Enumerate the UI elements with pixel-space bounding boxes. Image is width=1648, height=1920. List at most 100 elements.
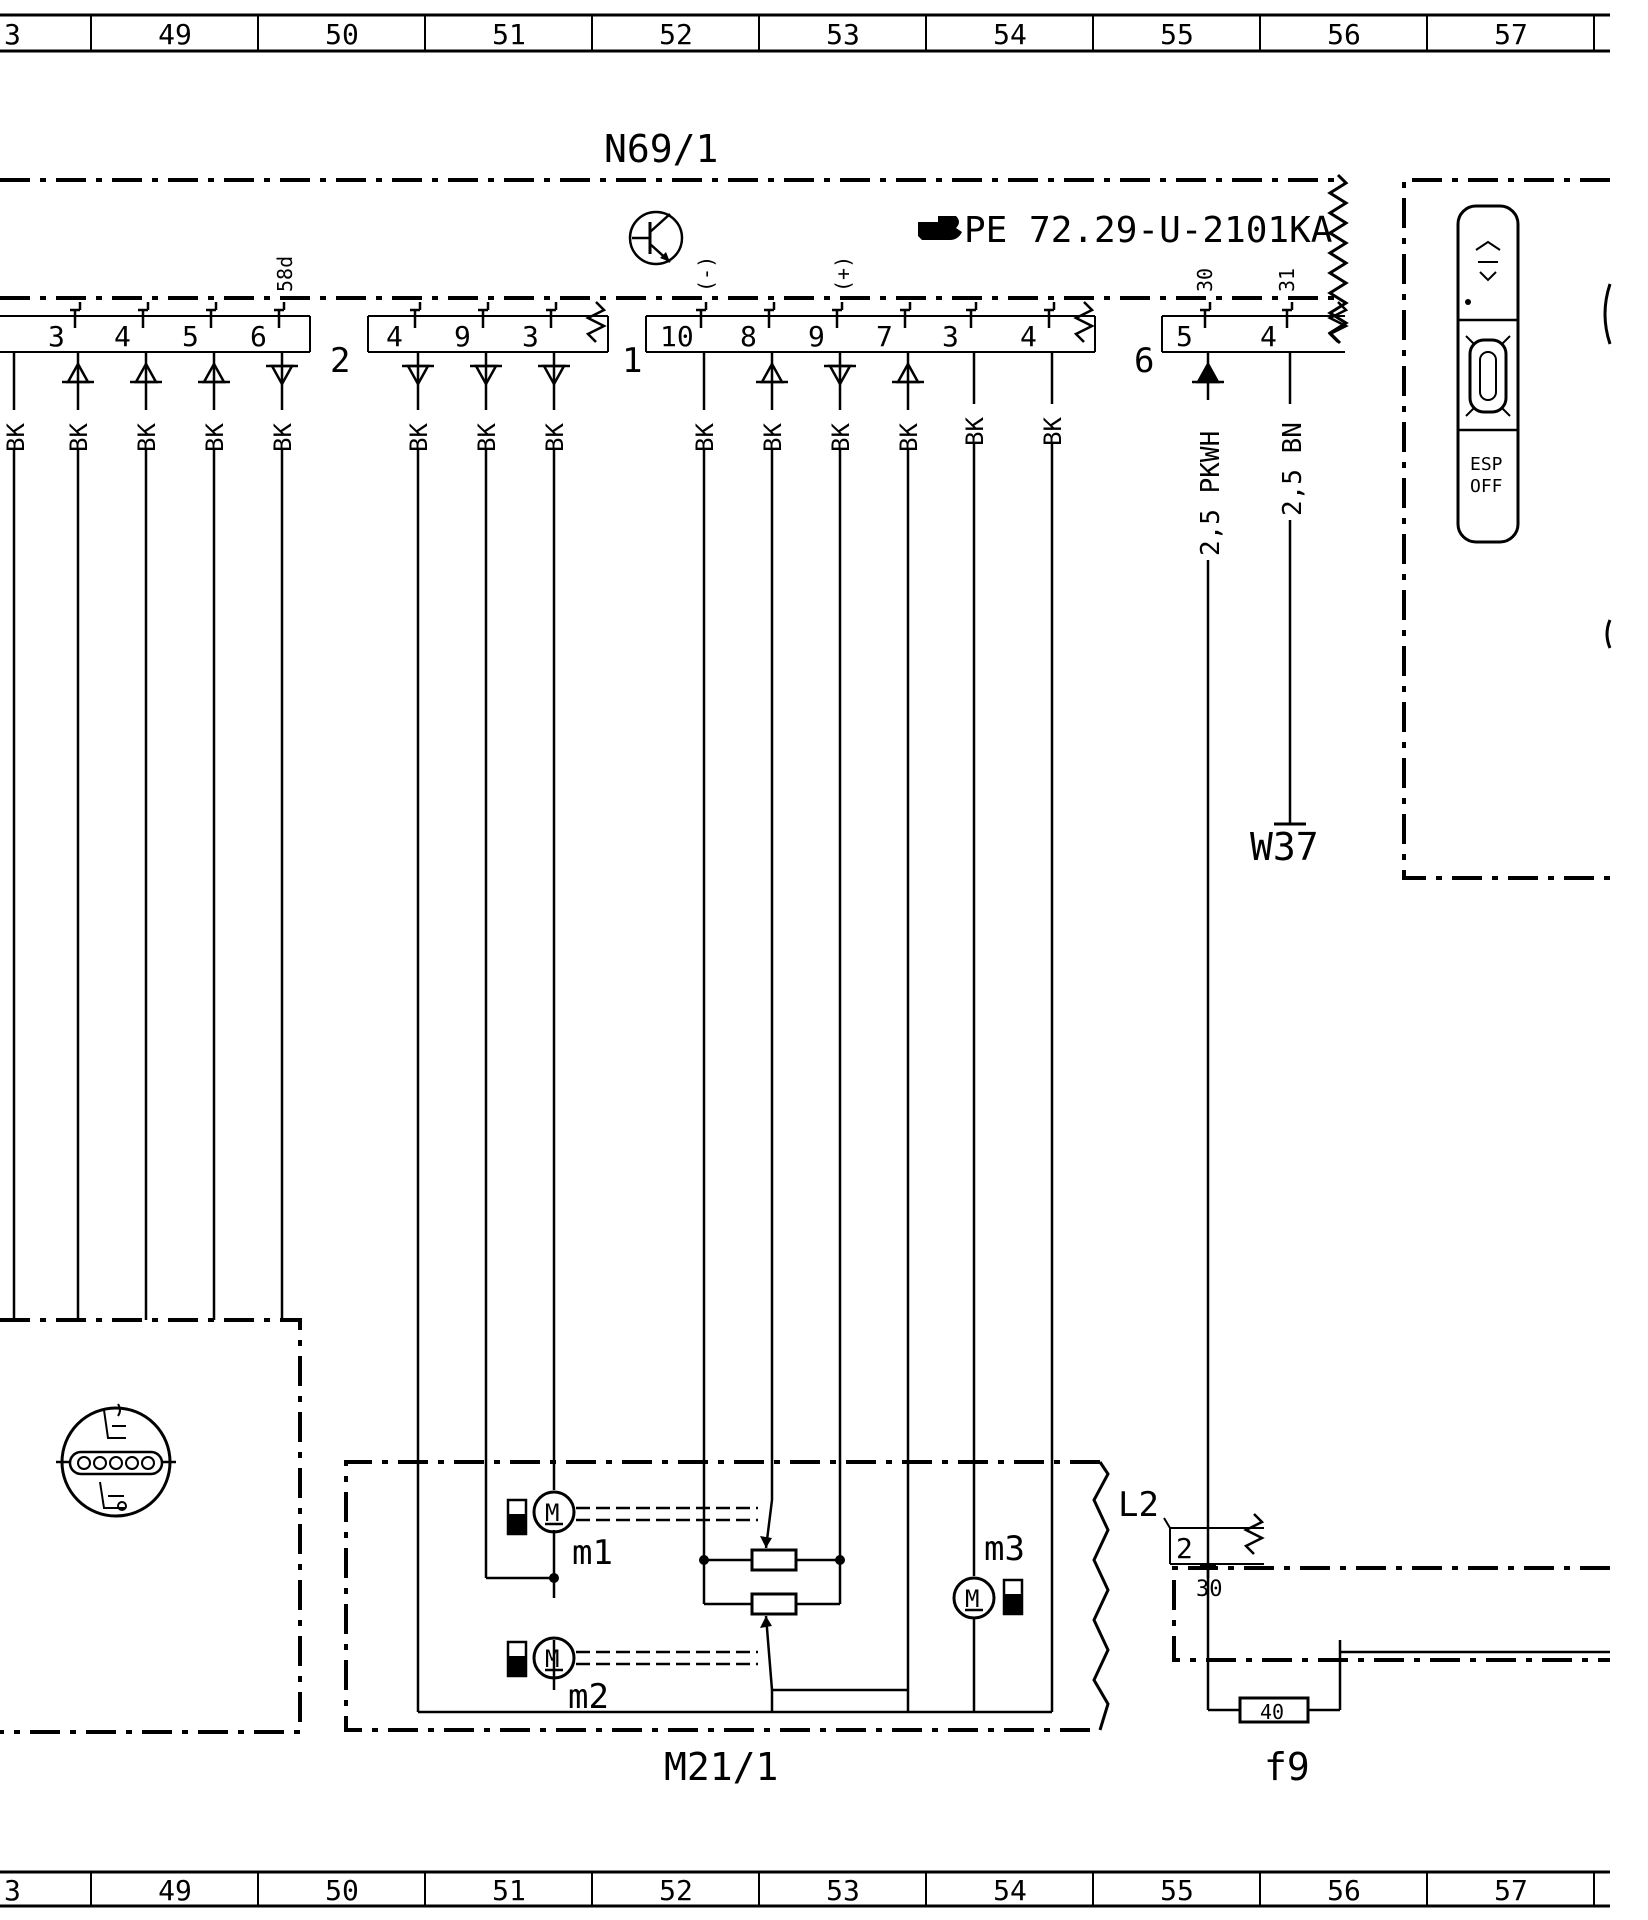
pin-numbers: 3 4 5 6 4 9 3 10 8 9 7 3 4 5 4	[48, 320, 1277, 353]
esp-switch-module: ESP OFF	[1402, 178, 1612, 880]
arrow-down-icon	[824, 364, 856, 387]
arrow-up-icon	[62, 361, 94, 384]
pin-8: 8	[740, 320, 757, 353]
pin-9b: 9	[454, 320, 471, 353]
term-58d: 58d	[273, 256, 297, 292]
pin-7: 7	[876, 320, 893, 353]
pin-9c: 9	[808, 320, 825, 353]
grid-top-53: 53	[826, 18, 860, 51]
motor-m1-symbol: M	[545, 1499, 559, 1527]
l2-label: L2	[1118, 1485, 1159, 1525]
wire-label-11: BK	[895, 423, 923, 452]
seat-module-left	[0, 1318, 302, 1734]
fuse-f9	[1238, 1696, 1310, 1724]
car-tilt-icon	[1465, 240, 1501, 305]
wire-label-6: BK	[473, 423, 501, 452]
connector-block-1: 1 (-) (+)	[622, 256, 1096, 381]
term-30: 30	[1193, 268, 1217, 292]
wire-label-3: BK	[201, 423, 229, 452]
wire-label-9: BK	[759, 423, 787, 452]
pin-10: 10	[660, 320, 694, 353]
signal-arrows	[62, 361, 1224, 387]
motor-m3: M m3	[952, 1529, 1025, 1712]
reference-hand-icon	[918, 216, 962, 240]
transistor-icon	[628, 210, 684, 266]
term-minus: (-)	[694, 256, 718, 292]
wire-label-2: BK	[133, 423, 161, 452]
grid-top-54: 54	[993, 18, 1027, 51]
arrow-down-icon	[266, 364, 298, 387]
wire-label-5: BK	[405, 423, 433, 452]
n69-label: N69/1	[604, 127, 718, 171]
wire-label-13: BK	[1039, 417, 1067, 446]
grid-top-50: 50	[325, 18, 359, 51]
connector-2-label: 2	[330, 341, 350, 381]
connector-6-label: 6	[1134, 341, 1154, 381]
grid-bottom-56: 56	[1327, 1874, 1361, 1907]
m21-label: M21/1	[664, 1745, 778, 1789]
wire-label-1: BK	[65, 423, 93, 452]
grid-bottom-50: 50	[325, 1874, 359, 1907]
term-plus: (+)	[831, 256, 855, 292]
pin-4d: 4	[1260, 320, 1277, 353]
esp-switch-panel	[1456, 204, 1520, 544]
arrow-up-icon	[198, 361, 230, 384]
pin-3a: 3	[48, 320, 65, 353]
grid-bottom-55: 55	[1160, 1874, 1194, 1907]
arrow-up-icon	[756, 361, 788, 384]
grid-bottom-52: 52	[659, 1874, 693, 1907]
esp-label-line2: OFF	[1470, 476, 1503, 497]
arrow-up-icon	[892, 361, 924, 384]
m21-module: M21/1 M m1 M m2	[344, 1460, 1110, 1789]
grid-top-52: 52	[659, 18, 693, 51]
l2-terminal-30: 30	[1196, 1577, 1223, 1602]
wire-label-10: BK	[827, 423, 855, 452]
connector-block-2: 2	[330, 301, 609, 381]
grid-bottom-49: 49	[158, 1874, 192, 1907]
arrow-down-icon	[538, 364, 570, 387]
pin-terminals	[70, 302, 1294, 328]
motor-m2-label: m2	[568, 1677, 609, 1717]
l2-fuse-area: L2 2 30 40 f9	[1118, 1485, 1610, 1789]
motor-m2-symbol: M	[545, 1645, 559, 1673]
n69-module: N69/1 PE 72.29-U-2101KA	[0, 127, 1349, 345]
pin-3c: 3	[942, 320, 959, 353]
grid-bottom-51: 51	[492, 1874, 526, 1907]
connector-block-left: 58d	[0, 256, 311, 353]
grid-top-49: 49	[158, 18, 192, 51]
seat-heating-icon	[56, 1403, 176, 1518]
grid-bottom-53: 53	[826, 1874, 860, 1907]
arrow-up-icon	[130, 361, 162, 384]
bottom-grid: 3 49 50 51 52 53 54 55 56 57	[0, 1870, 1610, 1908]
pin-4c: 4	[1020, 320, 1037, 353]
seat-adjust-icon	[1465, 335, 1511, 417]
grid-top-57: 57	[1494, 18, 1528, 51]
wire-label-14: 2,5 PKWH	[1196, 431, 1226, 556]
wire-label-0: BK	[2, 423, 30, 452]
wires	[12, 352, 1306, 1712]
w37-label: W37	[1250, 825, 1319, 869]
motor-m3-symbol: M	[965, 1585, 979, 1613]
pin-4b: 4	[386, 320, 403, 353]
connector-1-label: 1	[622, 341, 642, 381]
pin-4a: 4	[114, 320, 131, 353]
arrow-up-icon	[1192, 361, 1224, 384]
pin-5a: 5	[182, 320, 199, 353]
grid-bottom-48: 3	[4, 1874, 21, 1907]
motor-m2: M m2	[506, 1636, 758, 1717]
motor-m3-label: m3	[984, 1529, 1025, 1569]
f9-label: f9	[1264, 1745, 1310, 1789]
esp-label-line1: ESP	[1470, 454, 1503, 475]
top-grid: 3 49 50 51 52 53 54 55 56 57	[0, 13, 1610, 53]
wire-labels: BK BK BK BK BK BK BK BK BK BK BK BK BK B…	[0, 400, 1308, 560]
grid-bottom-54: 54	[993, 1874, 1027, 1907]
pin-3b: 3	[522, 320, 539, 353]
motor-m1-label: m1	[572, 1533, 613, 1573]
wire-label-8: BK	[691, 423, 719, 452]
grid-bottom-57: 57	[1494, 1874, 1528, 1907]
arrow-down-icon	[470, 364, 502, 387]
potentiometer-lower	[750, 1592, 798, 1616]
term-31: 31	[1275, 268, 1299, 292]
pe-reference: PE 72.29-U-2101KA	[964, 210, 1333, 251]
